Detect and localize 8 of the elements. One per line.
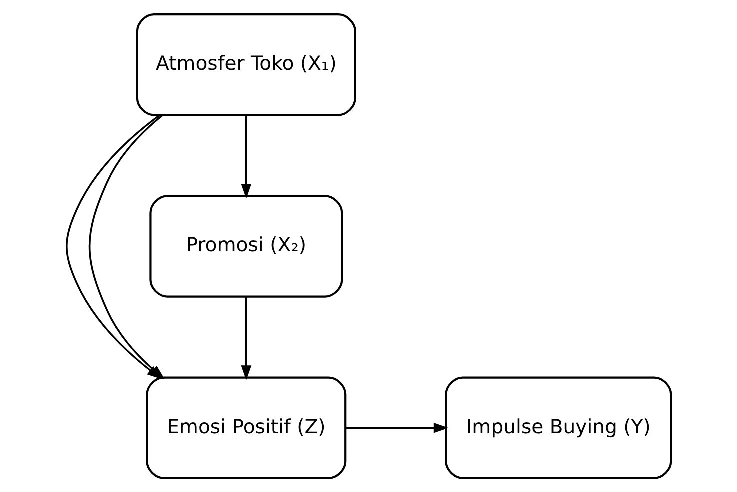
- node-box: Promosi (X₂): [149, 194, 343, 298]
- arrow: [66, 114, 162, 379]
- arrow: [240, 115, 252, 198]
- arrow: [240, 296, 252, 380]
- arrow: [345, 422, 448, 433]
- node-box: Impulse Buying (Y): [444, 376, 672, 479]
- node-box: Emosi Positif (Z): [146, 376, 346, 479]
- node-box: Atmosfer Toko (X₁): [136, 13, 356, 116]
